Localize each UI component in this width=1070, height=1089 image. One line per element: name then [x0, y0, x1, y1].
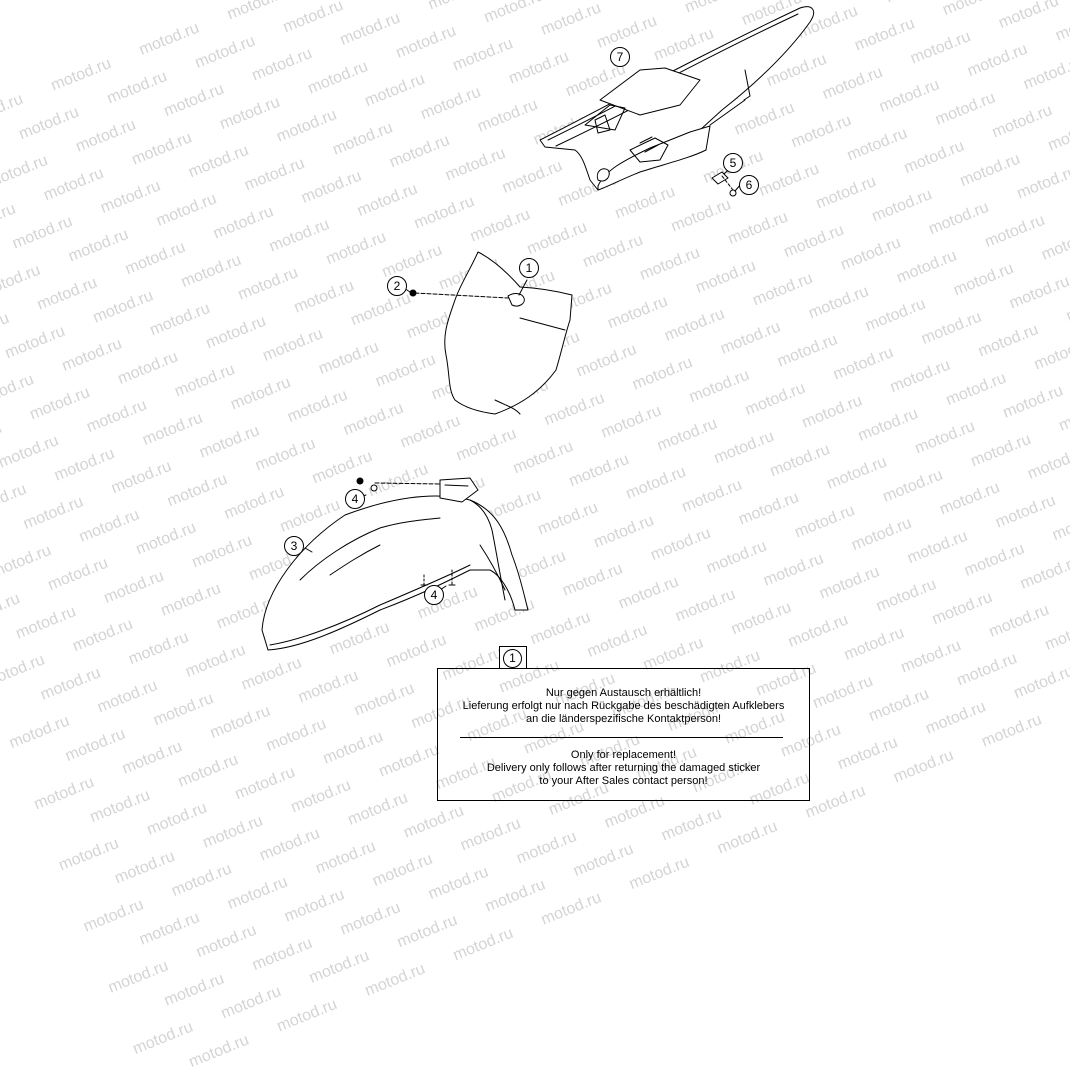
note-english-text: Only for replacement! Delivery only foll…: [438, 749, 809, 788]
watermark-text: motod.ru: [274, 995, 340, 1036]
callout-5: 5: [723, 153, 743, 173]
watermark-text: motod.ru: [161, 970, 227, 1010]
callout-4-upper: 4: [345, 489, 365, 509]
watermark-text: motod.ru: [200, 812, 266, 852]
callout-4-lower: 4: [424, 585, 444, 605]
number-plate-drawing: [403, 251, 573, 415]
watermark-text: motod.ru: [313, 837, 379, 878]
note-en-line: to your After Sales contact person!: [539, 775, 708, 787]
watermark-text: motod.ru: [337, 899, 403, 939]
callout-2: 2: [387, 276, 407, 296]
watermark-text: motod.ru: [281, 886, 347, 926]
watermark-text: motod.ru: [570, 840, 636, 880]
watermark-text: motod.ru: [426, 863, 491, 903]
watermark-text: motod.ru: [112, 847, 178, 888]
watermark-text: motod.ru: [56, 834, 122, 875]
note-de-line: an die länderspezifische Kontaktperson!: [525, 713, 722, 725]
callout-1: 1: [519, 258, 539, 278]
watermark-text: motod.ru: [482, 876, 548, 916]
callout-7: 7: [610, 47, 630, 67]
watermark-text: motod.ru: [401, 802, 467, 842]
watermark-text: motod.ru: [458, 814, 524, 855]
note-german-text: Nur gegen Austausch erhältlich! Lieferun…: [438, 687, 809, 726]
watermark-text: motod.ru: [137, 909, 202, 949]
watermark-text: motod.ru: [186, 1031, 252, 1071]
watermark-text: motod.ru: [105, 957, 171, 997]
watermark-text: motod.ru: [626, 853, 692, 893]
exploded-parts-diagram: [261, 6, 815, 651]
watermark-text: motod.ru: [394, 911, 460, 952]
watermark-text: motod.ru: [306, 947, 372, 987]
watermark-text: motod.ru: [144, 799, 210, 839]
replacement-note-box: Nur gegen Austausch erhältlich! Lieferun…: [437, 668, 810, 801]
note-callout-1: 1: [503, 649, 522, 668]
note-en-line: Only for replacement!: [570, 749, 677, 761]
callout-3: 3: [284, 536, 304, 556]
watermark-text: motod.ru: [193, 921, 259, 962]
watermark-text: motod.ru: [81, 896, 147, 936]
watermark-text: motod.ru: [218, 982, 284, 1023]
front-fender-drawing: [261, 477, 529, 651]
note-en-line: Delivery only follows after returning th…: [486, 762, 761, 774]
watermark-text: motod.ru: [538, 889, 604, 929]
note-de-line: Nur gegen Austausch erhältlich!: [545, 687, 702, 699]
note-de-line: Lieferung erfolgt nur nach Rückgabe des …: [462, 700, 785, 712]
watermark-text: motod.ru: [450, 924, 516, 965]
rear-fender-drawing: [539, 6, 815, 191]
callout-6: 6: [739, 175, 759, 195]
note-callout-tab: 1: [499, 646, 527, 668]
watermark-text: motod.ru: [130, 1018, 196, 1058]
watermark-text: motod.ru: [362, 960, 428, 1000]
watermark-text: motod.ru: [370, 850, 435, 890]
watermark-text: motod.ru: [249, 934, 315, 975]
note-divider: [460, 737, 783, 738]
watermark-text: motod.ru: [257, 824, 323, 865]
watermark-text: motod.ru: [714, 817, 780, 858]
watermark-text: motod.ru: [514, 827, 580, 868]
watermark-text: motod.ru: [225, 873, 291, 913]
watermark-text: motod.ru: [169, 860, 235, 900]
watermark-text: motod.ru: [659, 804, 724, 845]
